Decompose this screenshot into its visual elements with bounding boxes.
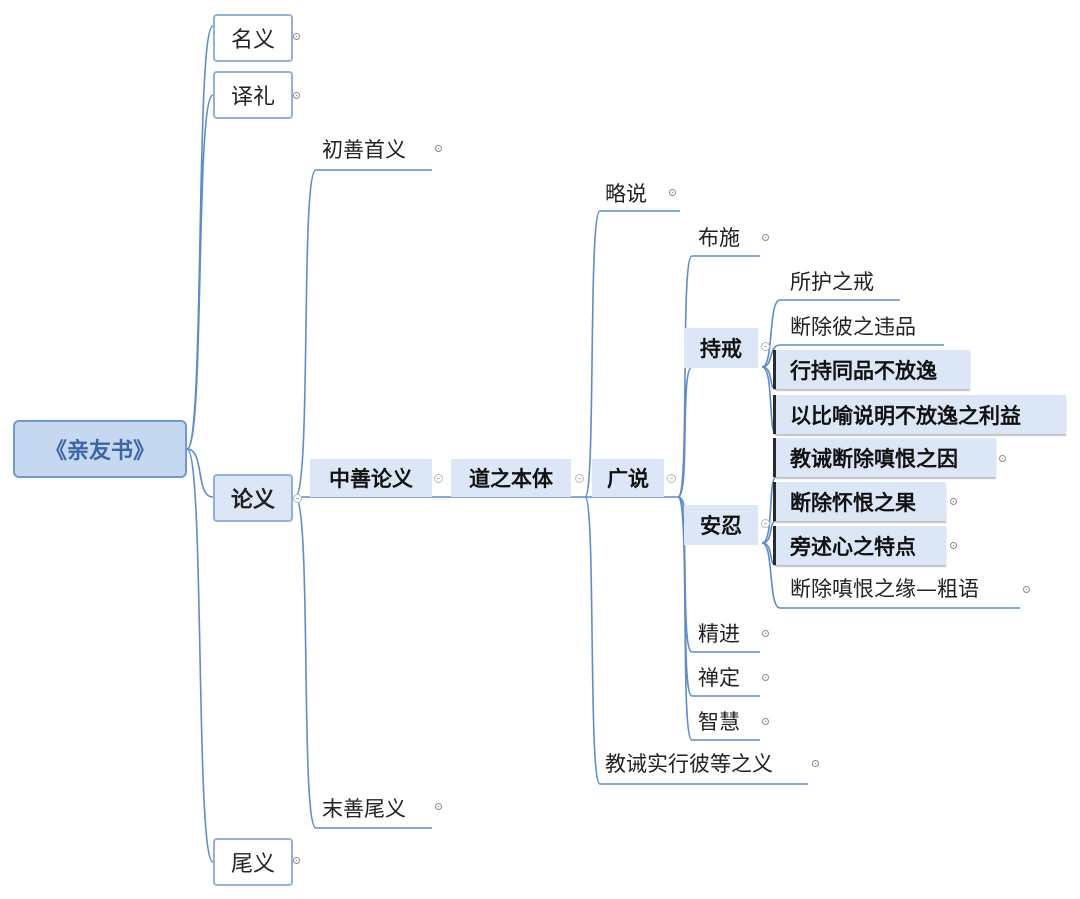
node-mingyi[interactable]: 名义 [213, 14, 293, 62]
node-zhongshan[interactable]: 中善论义 [310, 459, 432, 497]
node-jiaojie[interactable]: 教诫实行彼等之义 [605, 752, 773, 776]
expand-icon[interactable] [950, 542, 957, 549]
expand-icon[interactable] [762, 630, 769, 637]
node-anren-child[interactable]: 断除嗔恨之缘—粗语 [790, 577, 979, 601]
node-moshan[interactable]: 末善尾义 [322, 797, 406, 821]
node-chushan[interactable]: 初善首义 [322, 138, 406, 162]
root-node[interactable]: 《亲友书》 [13, 420, 187, 478]
node-daozhi-benti[interactable]: 道之本体 [451, 459, 571, 497]
node-guangshuo[interactable]: 广说 [592, 459, 664, 497]
expand-icon[interactable] [762, 234, 769, 241]
collapse-icon[interactable] [761, 342, 770, 351]
expand-icon[interactable] [950, 498, 957, 505]
expand-icon[interactable] [435, 145, 442, 152]
node-anren-child[interactable]: 教诫断除嗔恨之因 [776, 438, 996, 477]
node-lueshuo[interactable]: 略说 [605, 182, 647, 206]
node-zhihui[interactable]: 智慧 [698, 710, 740, 734]
expand-icon[interactable] [1023, 586, 1030, 593]
node-chijie-child[interactable]: 所护之戒 [790, 270, 874, 294]
expand-icon[interactable] [293, 92, 300, 99]
node-jingjin[interactable]: 精进 [698, 622, 740, 646]
node-chanding[interactable]: 禅定 [698, 666, 740, 690]
expand-icon[interactable] [669, 189, 676, 196]
expand-icon[interactable] [812, 760, 819, 767]
node-lunyi[interactable]: 论义 [213, 474, 293, 522]
collapse-icon[interactable] [761, 519, 770, 528]
collapse-icon[interactable] [293, 494, 302, 503]
expand-icon[interactable] [293, 857, 300, 864]
node-chijie-child[interactable]: 行持同品不放逸 [776, 350, 970, 389]
node-chijie-child[interactable]: 断除彼之违品 [790, 315, 916, 339]
node-chijie-child[interactable]: 以比喻说明不放逸之利益 [776, 395, 1066, 434]
expand-icon[interactable] [435, 803, 442, 810]
node-bushi[interactable]: 布施 [698, 226, 740, 250]
node-anren-child[interactable]: 旁述心之特点 [776, 526, 946, 565]
collapse-icon[interactable] [434, 474, 443, 483]
node-chijie[interactable]: 持戒 [684, 328, 758, 368]
node-yili[interactable]: 译礼 [213, 71, 293, 119]
expand-icon[interactable] [762, 718, 769, 725]
node-anren[interactable]: 安忍 [684, 505, 758, 545]
collapse-icon[interactable] [575, 474, 584, 483]
node-weiyi[interactable]: 尾义 [213, 838, 293, 886]
expand-icon[interactable] [762, 674, 769, 681]
expand-icon[interactable] [293, 33, 300, 40]
node-anren-child[interactable]: 断除怀恨之果 [776, 482, 946, 521]
expand-icon[interactable] [999, 455, 1006, 462]
collapse-icon[interactable] [667, 474, 676, 483]
